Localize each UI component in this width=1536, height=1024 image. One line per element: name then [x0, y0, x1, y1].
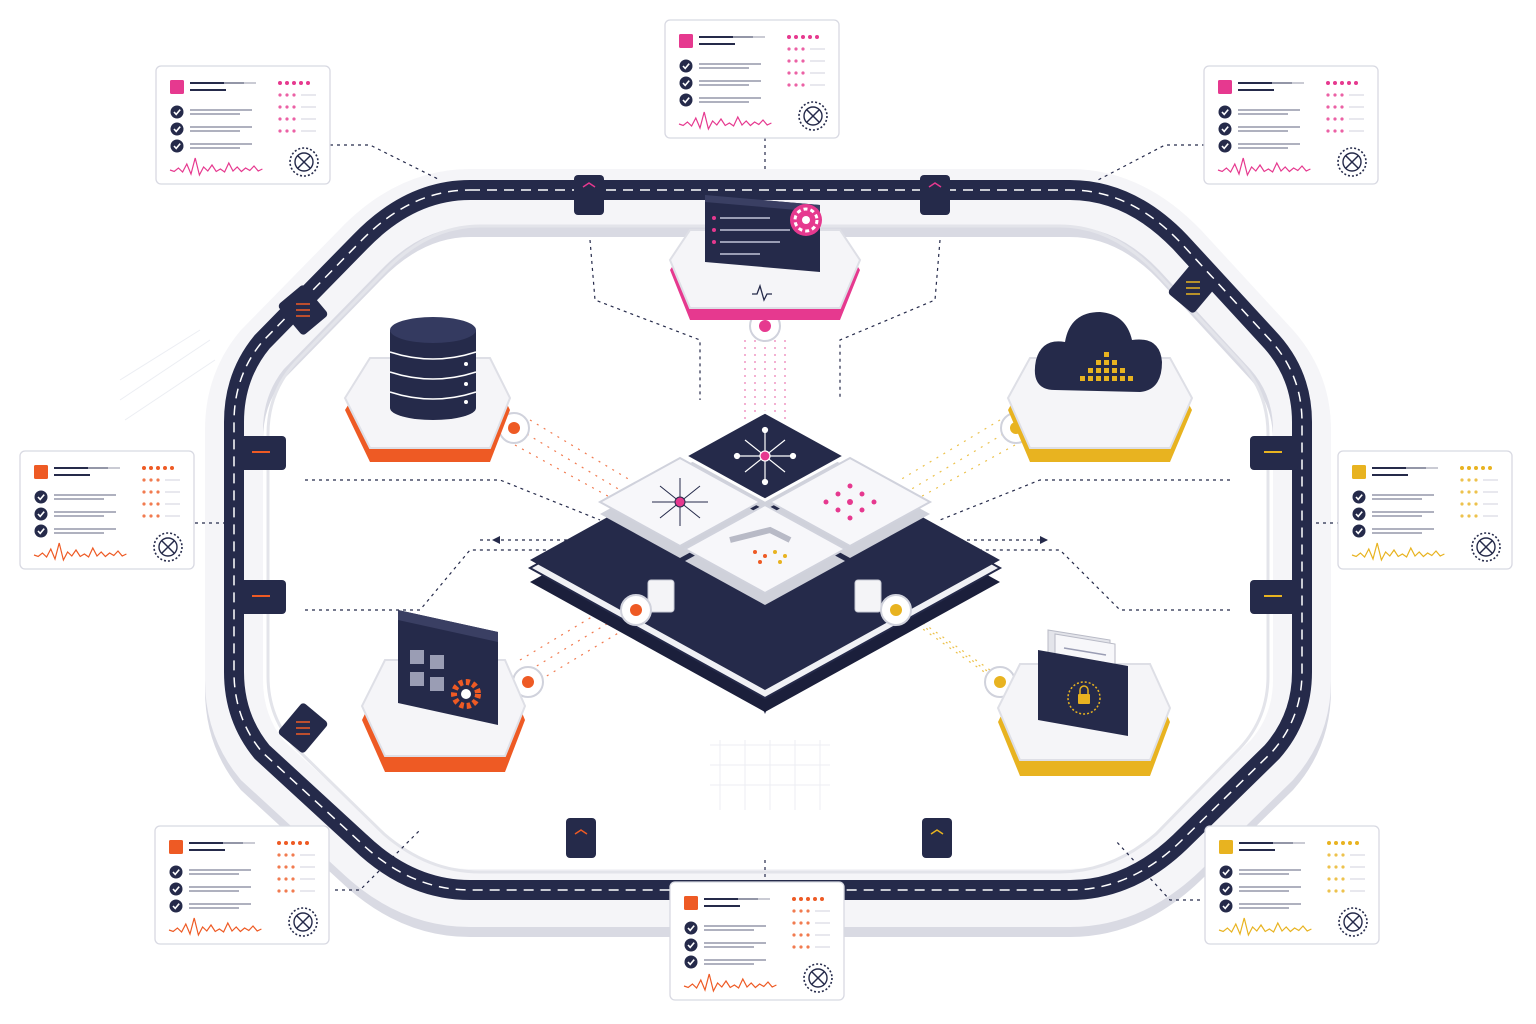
upper-right-node [1006, 312, 1194, 462]
checkmark-icon [1217, 138, 1233, 154]
checkmark-icon [169, 138, 185, 154]
lower-left-node [360, 610, 527, 772]
waveform-icon [33, 542, 127, 562]
secure-folder-icon [1038, 629, 1128, 736]
checkmark-icon [33, 523, 49, 539]
checkmark-icon [1218, 864, 1234, 880]
checkpoint-icon [574, 175, 604, 215]
checkmark-icon [169, 121, 185, 137]
status-card-mid-right[interactable] [1337, 450, 1513, 570]
waveform-icon [168, 917, 262, 937]
waveform-icon [1218, 917, 1312, 937]
conveyor-track [205, 169, 1331, 937]
checkmark-icon [1218, 881, 1234, 897]
checkpoint-icon [566, 818, 596, 858]
card-badge-icon [170, 80, 184, 94]
checkmark-icon [168, 864, 184, 880]
dot-matrix-icon [823, 483, 877, 521]
checkmark-icon [1351, 523, 1367, 539]
upper-left-node [343, 317, 512, 462]
checkmark-icon [1217, 121, 1233, 137]
checkmark-icon [168, 881, 184, 897]
card-badge-icon [1219, 840, 1233, 854]
status-card-top-right[interactable] [1203, 65, 1379, 185]
card-badge-icon [679, 34, 693, 48]
checkpoint-icon [238, 580, 286, 614]
card-badge-icon [169, 840, 183, 854]
checkpoint-icon [1168, 263, 1218, 313]
network-node-icon [652, 478, 708, 526]
card-badge-icon [1218, 80, 1232, 94]
checkmark-icon [169, 104, 185, 120]
checkmark-icon [683, 920, 699, 936]
checkmark-icon [683, 937, 699, 953]
status-card-bottom-left[interactable] [154, 825, 330, 945]
lower-right-node [996, 629, 1172, 776]
checkpoint-icon [1250, 436, 1298, 470]
network-node-icon [733, 426, 797, 486]
checkpoint-icon [1250, 580, 1298, 614]
card-badge-icon [1352, 465, 1366, 479]
track-gates [238, 175, 1298, 858]
checkmark-icon [678, 92, 694, 108]
central-hub [527, 410, 1003, 712]
background-grid [119, 329, 830, 810]
gear-icon [790, 204, 822, 236]
checkpoint-icon [278, 285, 328, 335]
waveform-icon [678, 111, 772, 131]
waveform-icon [1351, 542, 1445, 562]
status-card-bottom[interactable] [669, 881, 845, 1001]
checkpoint-icon [922, 818, 952, 858]
chart-tile-icon [729, 526, 792, 564]
checkpoint-icon [278, 703, 328, 753]
checkmark-icon [168, 898, 184, 914]
status-cards [19, 19, 1513, 1001]
card-badge-icon [684, 896, 698, 910]
status-card-mid-left[interactable] [19, 450, 195, 570]
waveform-icon [169, 157, 263, 177]
checkmark-icon [1351, 506, 1367, 522]
checkmark-icon [678, 58, 694, 74]
card-badge-icon [34, 465, 48, 479]
waveform-icon [683, 973, 777, 993]
checkpoint-icon [920, 175, 950, 215]
waveform-icon [1217, 157, 1311, 177]
app-window-icon [398, 610, 498, 725]
checkmark-icon [1217, 104, 1233, 120]
gear-icon [451, 679, 481, 709]
top-node [668, 195, 862, 320]
status-card-bottom-right[interactable] [1204, 825, 1380, 945]
checkmark-icon [33, 489, 49, 505]
checkmark-icon [678, 75, 694, 91]
hub-tile-bottom [682, 503, 848, 605]
checkmark-icon [33, 506, 49, 522]
status-card-top[interactable] [664, 19, 840, 139]
database-icon [389, 317, 477, 420]
checkmark-icon [1351, 489, 1367, 505]
status-card-top-left[interactable] [155, 65, 331, 185]
checkpoint-icon [238, 436, 286, 470]
cloud-storage-icon [1034, 312, 1162, 392]
checkmark-icon [683, 954, 699, 970]
checkmark-icon [1218, 898, 1234, 914]
